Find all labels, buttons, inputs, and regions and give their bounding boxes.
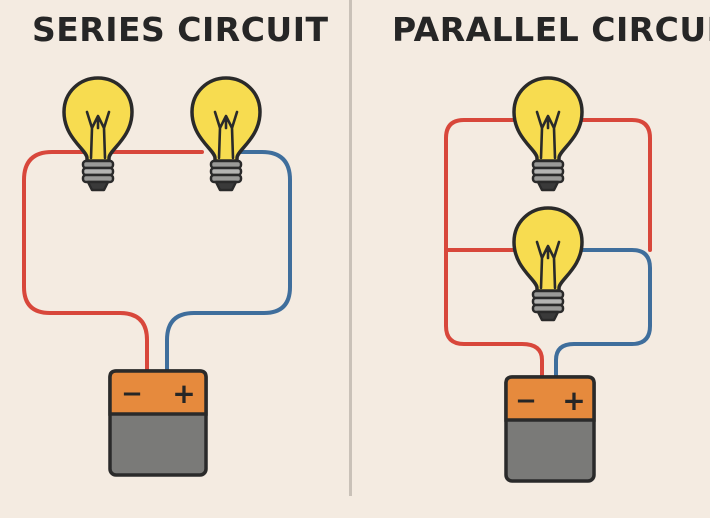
parallel-positive-wire <box>554 248 652 380</box>
panel-divider <box>349 0 352 496</box>
series-circuit-panel: SERIES CIRCUIT − + <box>0 0 350 518</box>
parallel-circuit-diagram: − + <box>444 76 652 483</box>
parallel-top-branch-wire <box>574 118 652 252</box>
parallel-bulb-bottom <box>512 206 584 322</box>
parallel-negative-wire-outer <box>444 118 544 380</box>
series-battery: − + <box>108 369 208 477</box>
series-bulb-2 <box>190 76 262 192</box>
parallel-bulb-top <box>512 76 584 192</box>
series-battery-negative-label: − <box>121 379 143 409</box>
series-battery-positive-label: + <box>172 377 195 410</box>
parallel-circuit-panel: PARALLEL CIRCUIT − + <box>352 0 710 518</box>
series-circuit-diagram: − + <box>22 76 292 477</box>
series-positive-wire <box>165 150 292 374</box>
series-negative-wire <box>22 150 204 374</box>
series-bulb-1 <box>62 76 134 192</box>
parallel-battery-positive-label: + <box>562 384 585 417</box>
parallel-circuit-title: PARALLEL CIRCUIT <box>392 10 710 49</box>
parallel-battery-negative-label: − <box>515 386 537 416</box>
parallel-battery: − + <box>504 375 596 483</box>
series-circuit-title: SERIES CIRCUIT <box>32 10 329 49</box>
